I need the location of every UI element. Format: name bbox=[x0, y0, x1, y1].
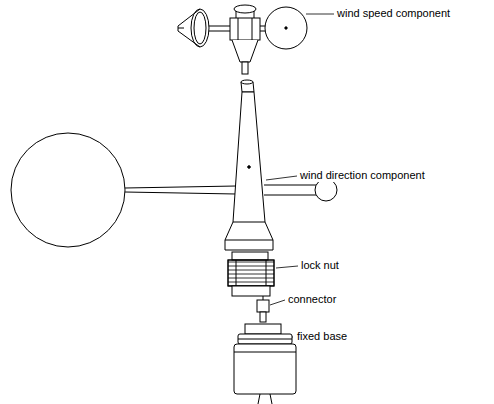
fixed-base bbox=[234, 324, 296, 404]
cup-rotor bbox=[178, 5, 307, 74]
vane-body bbox=[11, 80, 337, 250]
part-label: fixed base bbox=[296, 330, 348, 343]
part-label: wind speed component bbox=[336, 7, 451, 20]
part-label: connector bbox=[287, 293, 337, 306]
lock-nut bbox=[228, 252, 274, 296]
connector-plug bbox=[257, 296, 269, 322]
part-label: lock nut bbox=[300, 259, 340, 272]
part-label: wind direction component bbox=[299, 169, 426, 182]
